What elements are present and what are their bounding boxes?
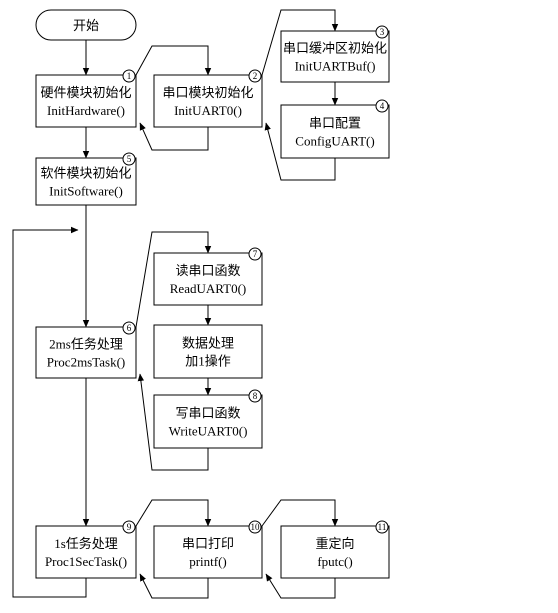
step-badge-circle [248,69,262,83]
arrow-return-fputc [265,573,336,599]
step-badge-number: 4 [380,101,385,111]
node-proc-2ms-task: 2ms任务处理 Proc2msTask() 6 [35,321,137,379]
arrow-call-init-uart-buf [261,9,339,76]
node-title: 硬件模块初始化 [40,85,131,100]
node-proc-1sec-task: 1s任务处理 Proc1SecTask() 9 [35,520,137,579]
node-title: 软件模块初始化 [40,166,131,181]
step-badge-number: 7 [253,249,258,259]
arrow-return-config-uart [264,122,336,181]
step-badge-circle [375,99,389,113]
node-box [153,394,263,449]
node-title: 串口打印 [182,536,234,551]
node-box [35,525,137,579]
start-shape [35,9,137,41]
node-box [280,104,390,159]
node-box [35,157,137,206]
start-label: 开始 [73,18,99,33]
step-badge-circle [122,321,136,335]
node-box [280,525,390,579]
arrow-call-fputc [261,499,339,527]
arrow-call-read-uart0 [135,231,212,328]
step-badge-number: 8 [253,391,258,401]
arrow-return-printf [139,573,209,599]
node-box [153,324,263,379]
node-function: 加1操作 [185,354,231,369]
connectors [12,9,339,599]
node-title: 1s任务处理 [54,536,118,551]
arrow-return-init-uart0 [139,122,209,151]
node-function: Proc1SecTask() [45,554,127,569]
step-badge-circle [248,247,262,261]
node-read-uart0: 读串口函数 ReadUART0() 7 [153,247,263,306]
process-nodes: 硬件模块初始化 InitHardware() 1 串口模块初始化 InitUART0()… [35,25,390,579]
node-box [280,30,390,83]
node-title: 2ms任务处理 [49,337,123,352]
node-function: InitUART0() [174,103,242,118]
node-function: WriteUART0() [169,424,248,439]
step-badge-circle [122,520,136,534]
arrow-call-init-uart0 [135,45,212,76]
arrow-return-write-uart0 [137,373,209,471]
step-badge-number: 2 [253,71,258,81]
node-title: 串口模块初始化 [162,85,253,100]
node-function: Proc2msTask() [47,355,126,370]
step-badge-circle [375,520,389,534]
step-badge-number: 5 [127,154,132,164]
step-badge-number: 3 [380,27,385,37]
node-function: InitHardware() [47,103,125,118]
node-function: InitSoftware() [49,184,123,199]
step-badge-number: 6 [127,323,132,333]
step-badge-circle [122,69,136,83]
step-badge-circle [122,152,136,166]
node-title: 重定向 [315,536,354,551]
step-badge-number: 1 [127,71,132,81]
main-loop-back-arrow [12,226,87,598]
step-badge-circle [248,389,262,403]
node-function: InitUARTBuf() [295,59,376,74]
node-box [153,252,263,306]
node-fputc: 重定向 fputc() 11 [280,520,390,579]
step-badge-circle [248,520,262,534]
node-box [153,525,263,579]
node-title: 数据处理 [182,336,234,351]
node-function: ReadUART0() [170,281,246,296]
node-init-uart-buf: 串口缓冲区初始化 InitUARTBuf() 3 [280,25,390,83]
step-badge-number: 10 [251,522,261,532]
node-write-uart0: 写串口函数 WriteUART0() 8 [153,389,263,449]
step-badge-number: 9 [127,522,132,532]
node-init-uart0: 串口模块初始化 InitUART0() 2 [153,69,263,128]
step-badge-circle [375,25,389,39]
node-function: ConfigUART() [295,134,374,149]
node-init-software: 软件模块初始化 InitSoftware() 5 [35,152,137,206]
node-title: 写串口函数 [175,406,240,421]
arrow-call-printf [135,499,212,527]
node-box [35,74,137,128]
node-printf: 串口打印 printf() 10 [153,520,263,579]
step-badge-number: 11 [378,522,387,532]
start-terminator: 开始 [35,9,137,41]
node-title: 读串口函数 [175,263,240,278]
node-title: 串口配置 [309,116,361,131]
node-config-uart: 串口配置 ConfigUART() 4 [280,99,390,159]
node-function: fputc() [317,554,352,569]
node-function: printf() [189,554,227,569]
node-title: 串口缓冲区初始化 [283,41,387,56]
node-init-hardware: 硬件模块初始化 InitHardware() 1 [35,69,137,128]
node-box [153,74,263,128]
node-box [35,326,137,379]
